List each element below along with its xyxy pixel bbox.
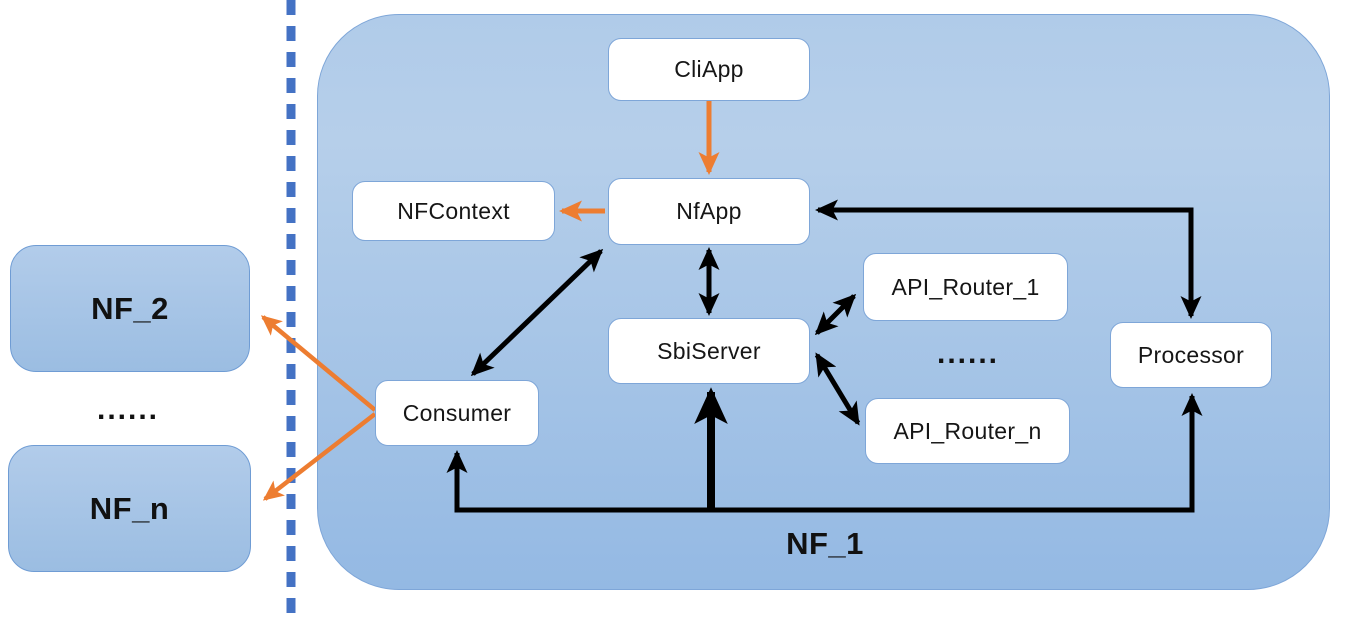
nf1-label: NF_1 <box>786 526 864 561</box>
node-consumer: Consumer <box>375 380 539 446</box>
node-cliapp: CliApp <box>608 38 810 101</box>
external-nf-ellipsis: ...... <box>96 393 159 426</box>
node-nfapp: NfApp <box>608 178 810 245</box>
node-api-router-1: API_Router_1 <box>863 253 1068 321</box>
api-router-ellipsis: ...... <box>936 337 999 370</box>
nf1-container-shape <box>317 14 1330 590</box>
node-processor: Processor <box>1110 322 1272 388</box>
node-nfcontext: NFContext <box>352 181 555 241</box>
node-nfn: NF_n <box>8 445 251 572</box>
node-api-router-n: API_Router_n <box>865 398 1070 464</box>
node-nf2: NF_2 <box>10 245 250 372</box>
node-sbiserver: SbiServer <box>608 318 810 384</box>
